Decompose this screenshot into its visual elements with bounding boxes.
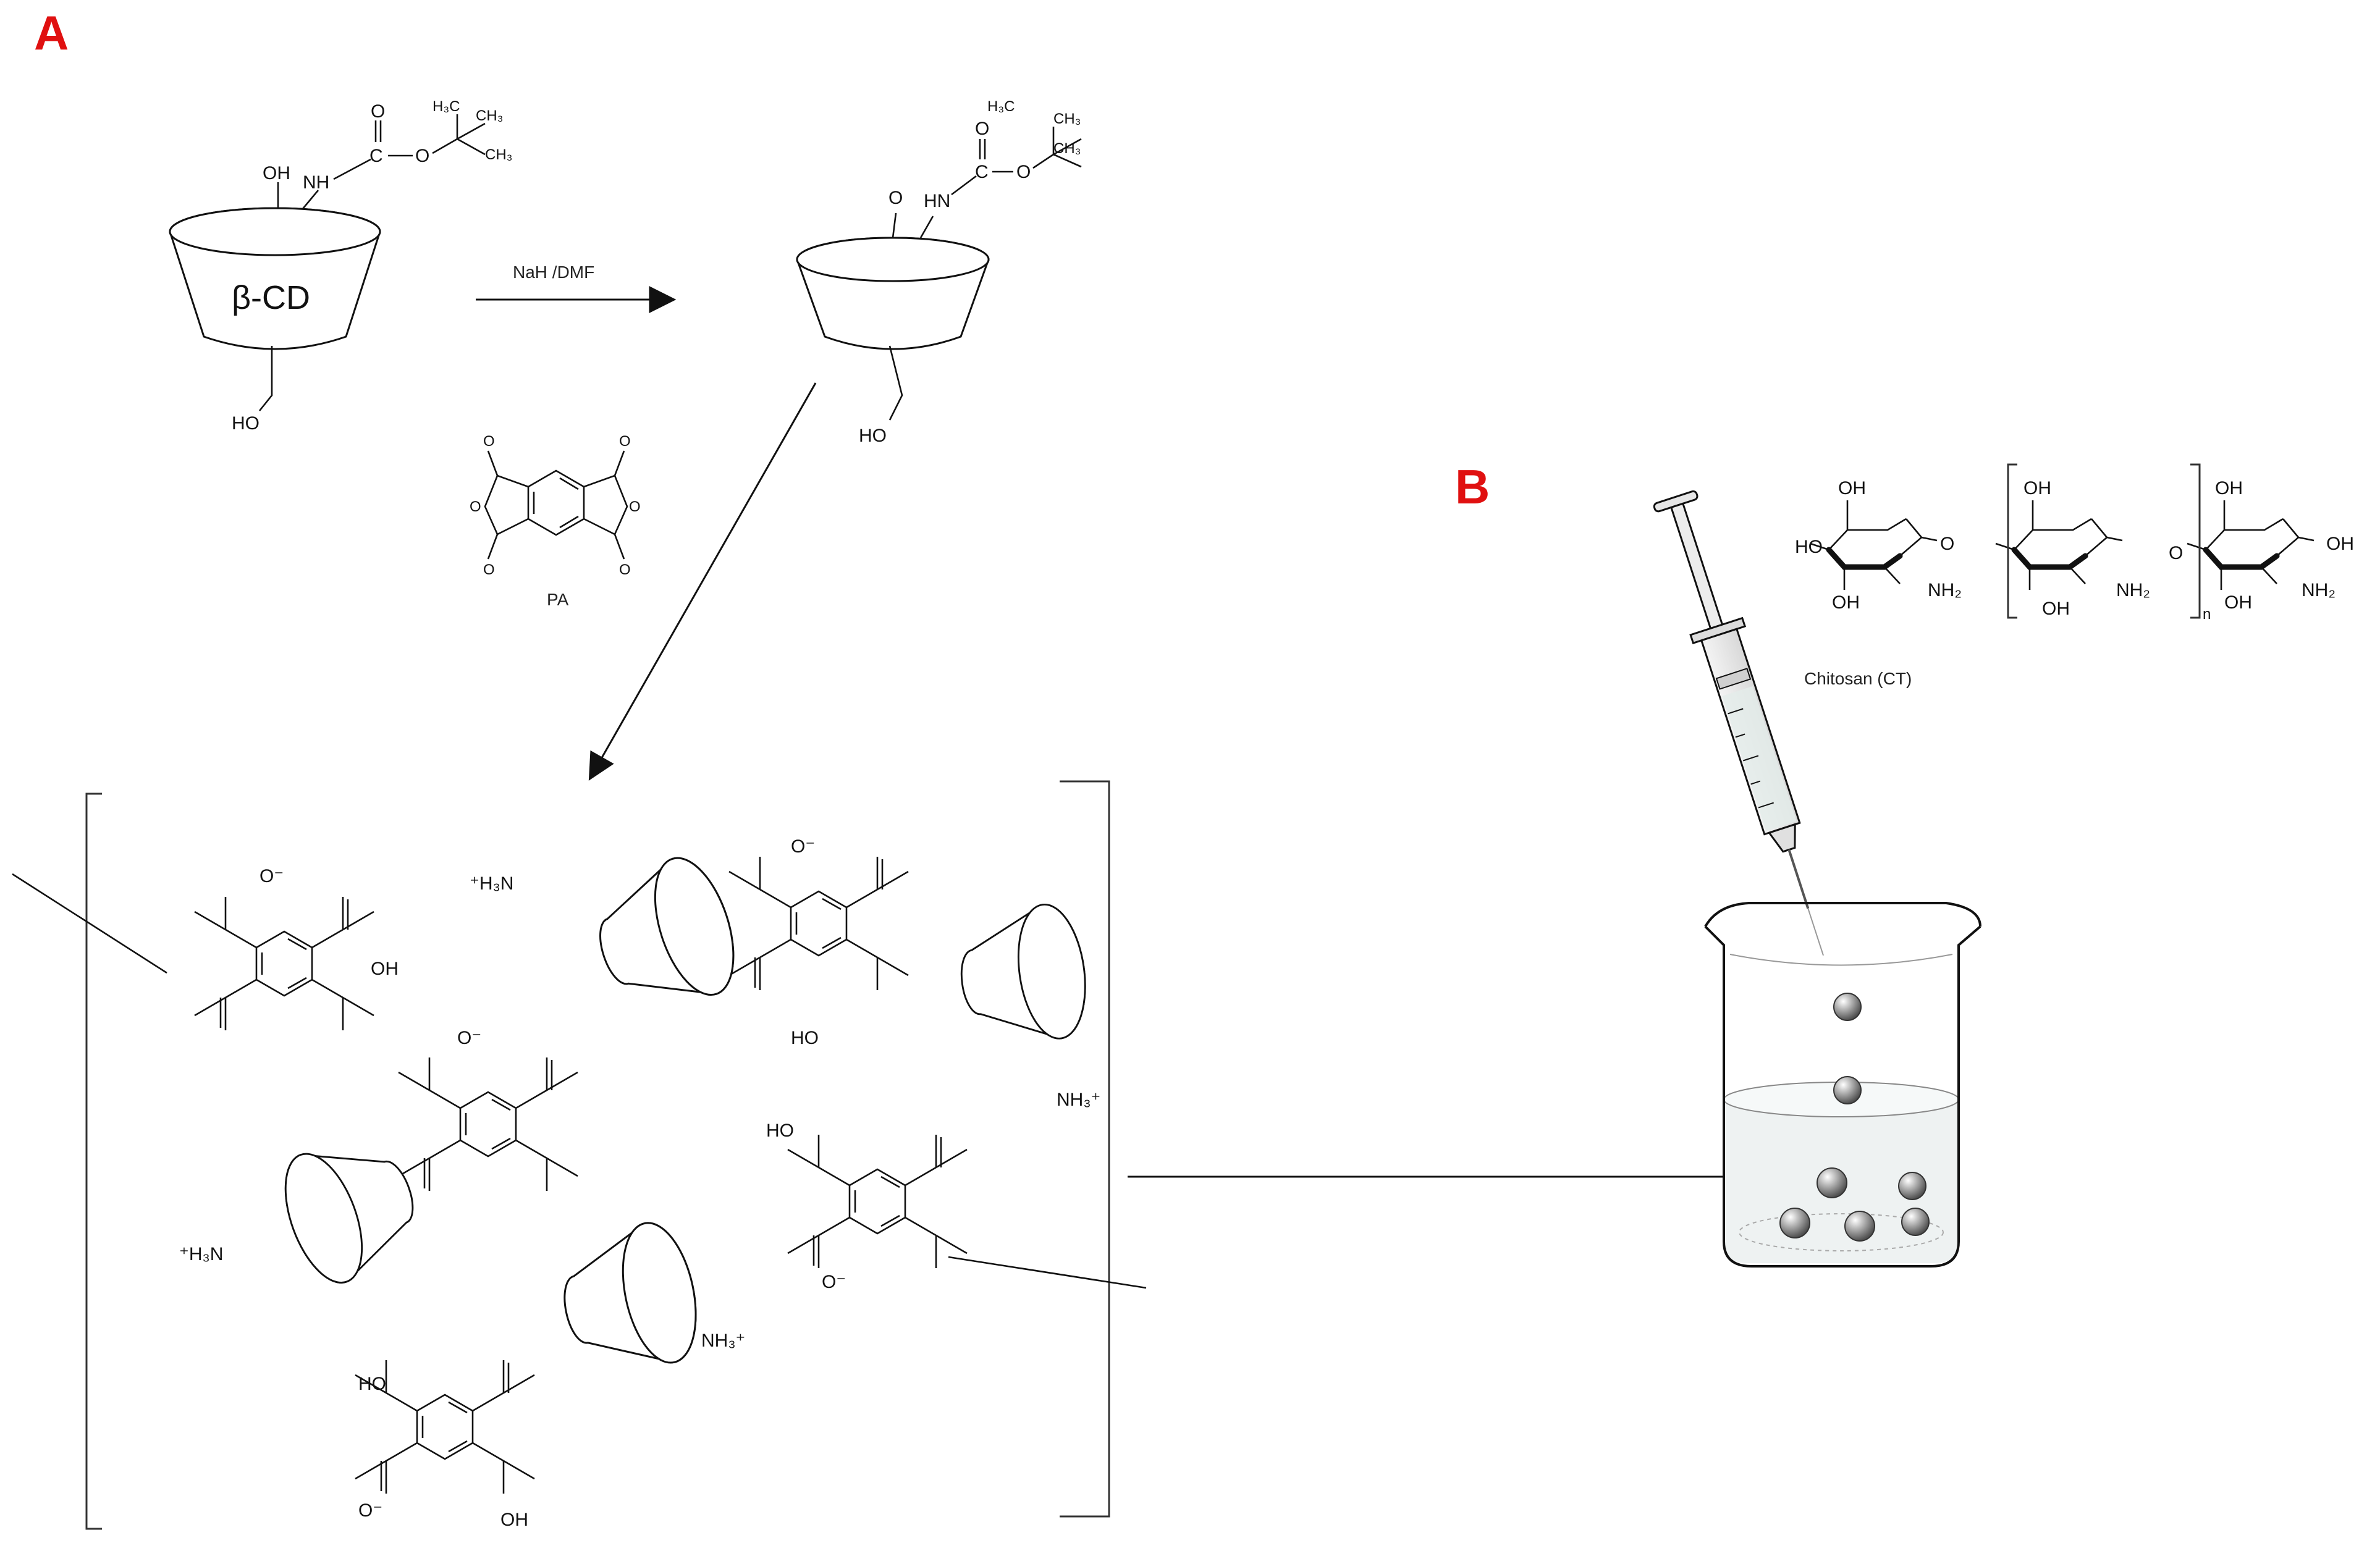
atom-o-minus: O⁻	[822, 1272, 846, 1292]
repeat-bracket-right	[2190, 463, 2201, 619]
reaction-arrow-step1: NaH /DMF	[476, 263, 677, 313]
cd-cone	[581, 847, 749, 1025]
atom-nh: NH	[303, 172, 329, 193]
chitosan-caption: Chitosan (CT)	[1804, 669, 1912, 688]
pa-label: PA	[547, 590, 569, 609]
atom-c: C	[975, 162, 989, 182]
atom-h3n-plus: ⁺H₃N	[470, 873, 513, 894]
boc-amino-beta-cd: β-CD OH NH C O O H₃C CH₃ CH₃ HO	[169, 98, 512, 434]
panel-label-b: B	[1455, 460, 1490, 514]
cd-cone	[551, 1215, 709, 1383]
aromatic-unit	[728, 856, 909, 991]
atom-o: O	[415, 146, 429, 166]
glucosamine-unit	[1995, 500, 2123, 590]
atom-oh: OH	[2215, 478, 2243, 498]
panel-label-a: A	[34, 6, 69, 60]
atom-nh3-plus: NH₃⁺	[701, 1331, 745, 1351]
atom-oh: OH	[263, 163, 290, 183]
aromatic-unit	[193, 896, 375, 1032]
chitosan-structure: n OH HO OH NH₂ O OH OH NH₂ O OH OH NH₂ O…	[1795, 463, 2354, 688]
atom-ch3: CH₃	[485, 146, 512, 163]
atom-ho: HO	[358, 1374, 386, 1394]
atom-o: O	[1940, 534, 1954, 554]
bead	[1901, 1208, 1930, 1236]
atom-oh: OH	[1838, 478, 1866, 498]
atom-ho: HO	[791, 1028, 819, 1048]
atom-o: O	[483, 433, 495, 450]
atom-o: O	[888, 188, 903, 208]
atom-oh: OH	[2042, 599, 2070, 619]
atom-o-minus: O⁻	[457, 1028, 481, 1048]
bead	[1833, 993, 1862, 1021]
atom-ch3: CH₃	[1053, 111, 1081, 127]
atom-h3c: H₃C	[987, 98, 1015, 115]
syringe-icon	[1653, 490, 1824, 956]
atom-oh: OH	[2023, 478, 2051, 498]
atom-o: O	[371, 101, 385, 122]
atom-oh: OH	[2224, 592, 2252, 613]
atom-o: O	[1016, 162, 1031, 182]
atom-o-minus: O⁻	[791, 836, 815, 857]
atom-ho: HO	[859, 426, 887, 446]
aromatic-unit	[397, 1056, 579, 1192]
bead	[1844, 1211, 1875, 1242]
atom-nh3-plus: NH₃⁺	[1057, 1090, 1100, 1110]
atom-ch3: CH₃	[476, 107, 503, 124]
atom-hn: HN	[924, 191, 950, 211]
atom-h3c: H₃C	[433, 98, 460, 115]
repeat-bracket-left	[2007, 463, 2017, 619]
deprotonated-cd-intermediate: O HN C O O H₃C CH₃ CH₃ HO	[796, 98, 1082, 446]
cd-cone	[952, 899, 1094, 1052]
reaction-arrow-step2	[588, 382, 817, 781]
atom-nh2: NH₂	[2302, 580, 2336, 600]
polymer-bracket-right	[1060, 780, 1110, 1518]
atom-ch3: CH₃	[1053, 140, 1081, 157]
bead	[1817, 1167, 1847, 1198]
atom-o: O	[975, 119, 989, 139]
atom-c: C	[369, 146, 383, 166]
atom-o: O	[2169, 543, 2183, 563]
cd-pa-polymer-network: ⁺H₃N NH₃⁺ ⁺H₃N NH₃⁺ O⁻ OH O⁻ HO O⁻ HO O⁻…	[12, 780, 1147, 1530]
cd-cone	[269, 1123, 433, 1294]
bead	[1898, 1172, 1926, 1200]
atom-oh: OH	[500, 1510, 528, 1530]
atom-ho: HO	[232, 413, 260, 434]
repeat-subscript-n: n	[2203, 606, 2211, 623]
aromatic-unit	[787, 1133, 968, 1269]
atom-nh2: NH₂	[2116, 580, 2150, 600]
atom-o: O	[470, 498, 481, 515]
beta-cd-label: β-CD	[232, 279, 310, 316]
pyromellitic-dianhydride: O O O O O O PA	[470, 433, 641, 609]
atom-o: O	[629, 498, 641, 515]
atom-o: O	[483, 561, 495, 578]
atom-h3n-plus: ⁺H₃N	[179, 1244, 223, 1264]
atom-oh: OH	[371, 959, 399, 979]
atom-o: O	[619, 561, 631, 578]
bead	[1779, 1208, 1810, 1238]
atom-oh: OH	[2326, 534, 2354, 554]
beta-cd-cup: β-CD	[169, 207, 381, 350]
atom-nh2: NH₂	[1928, 580, 1962, 600]
atom-ho: HO	[766, 1120, 794, 1141]
glucosamine-unit	[1810, 500, 1938, 590]
atom-o-minus: O⁻	[358, 1500, 382, 1521]
atom-oh: OH	[1832, 592, 1860, 613]
atom-o-minus: O⁻	[260, 866, 284, 886]
glucosamine-unit	[2187, 500, 2315, 590]
beaker-icon	[1704, 902, 1981, 1268]
bead	[1833, 1076, 1862, 1104]
polymer-bracket-left	[85, 793, 102, 1530]
atom-o: O	[619, 433, 631, 450]
atom-ho: HO	[1795, 537, 1823, 557]
reagent-nah-dmf: NaH /DMF	[513, 263, 594, 282]
